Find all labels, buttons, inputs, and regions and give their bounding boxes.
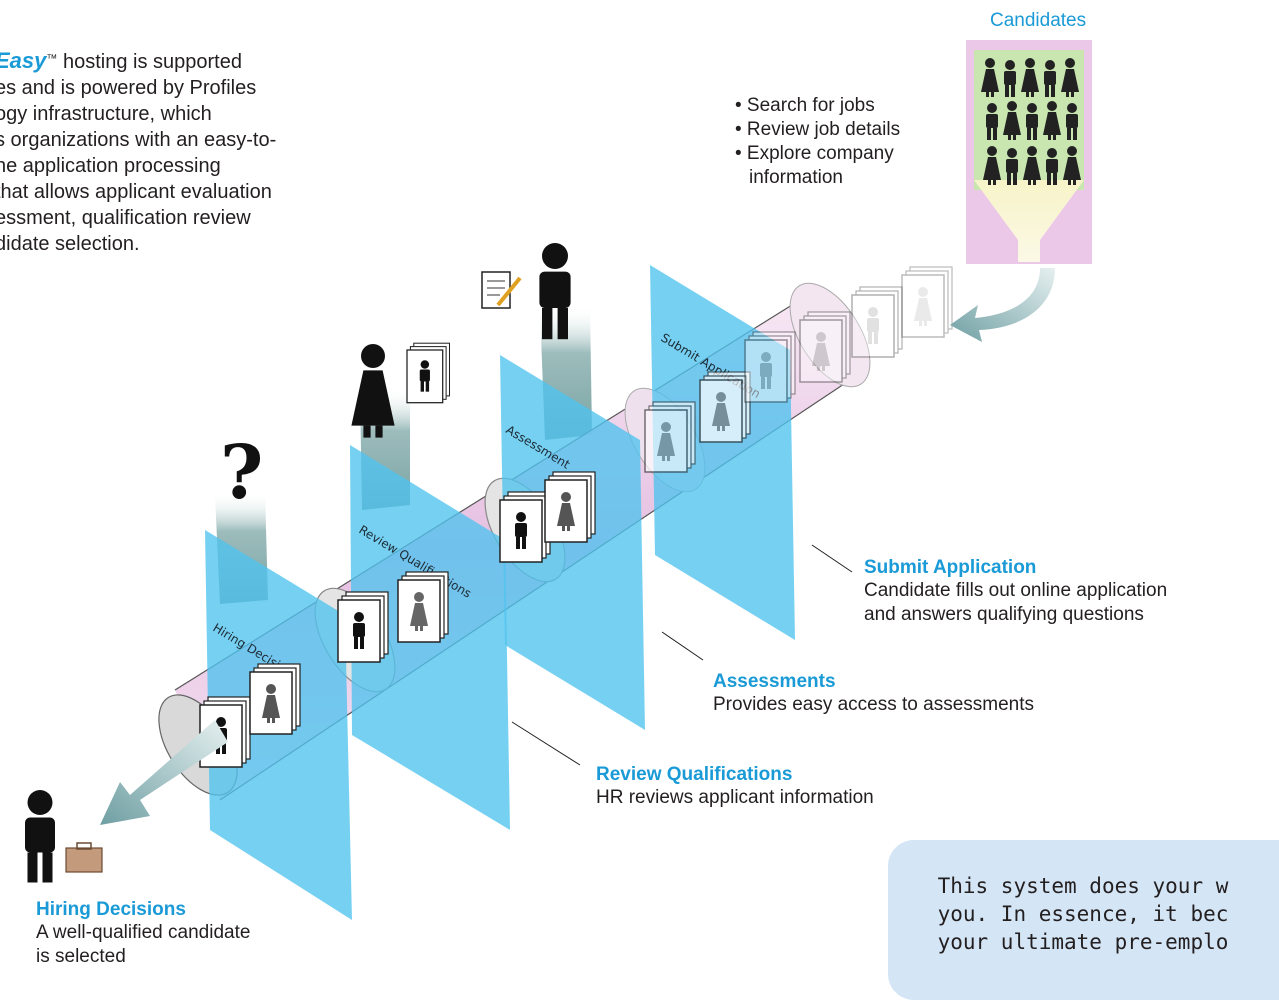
intro-line-1: hosting is supported [57,51,242,73]
step-hiring: Hiring Decisions A well-qualified candid… [36,899,250,969]
incoming-arrow-icon [950,268,1055,342]
trademark: ™ [46,53,58,65]
callout-line-2: you. In essence, it bec [937,902,1229,926]
candidates-title: Candidates [990,10,1087,31]
leader-lines [511,544,853,766]
callout-box: This system does your w you. In essence,… [888,840,1279,1000]
intro-line-8: didate selection. [0,233,140,255]
step-submit-line-1: Candidate fills out online application [864,580,1168,601]
step-assessments: Assessments Provides easy access to asse… [713,671,1034,717]
candidate-actions: • Search for jobs • Review job details •… [735,94,900,190]
intro-line-7: essment, qualification review [0,207,251,229]
step-submit: Submit Application Candidate fills out o… [864,557,1167,627]
svg-text:?: ? [220,430,263,516]
step-assessments-line-1: Provides easy access to assessments [713,694,1035,715]
outgoing-arrow-icon [100,720,228,825]
intro-line-6: that allows applicant evaluation [0,181,272,203]
pipeline-diagram: Hiring Decision Review Qualifications As… [25,40,1092,920]
intro-line-3: ogy infrastructure, which [0,103,212,125]
step-submit-line-2: and answers qualifying questions [864,604,1144,625]
step-assessments-title: Assessments [713,671,836,692]
step-hiring-line-1: A well-qualified candidate [36,922,251,943]
question-mark-icon: ? [220,430,263,516]
step-hiring-line-2: is selected [36,946,126,967]
step-submit-title: Submit Application [864,557,1037,578]
bullet-search: • Search for jobs [735,95,875,116]
intro-line-5: ne application processing [0,155,221,177]
intro-line-2: es and is powered by Profiles [0,77,257,99]
step-hiring-title: Hiring Decisions [36,899,186,920]
step-review-title: Review Qualifications [596,764,793,785]
candidates-box [966,40,1092,264]
man-with-document-icon [481,243,571,340]
step-review: Review Qualifications HR reviews applica… [596,764,874,810]
briefcase-icon [65,842,103,873]
step-review-line-1: HR reviews applicant information [596,787,874,808]
callout-line-3: your ultimate pre-emplo [937,930,1229,954]
bullet-review: • Review job details [735,119,901,140]
callout-line-1: This system does your w [937,874,1229,898]
intro-paragraph: Easy™ hosting is supported es and is pow… [0,48,276,257]
brand-name: Easy [0,48,47,73]
bullet-info: information [749,167,843,188]
bullet-explore: • Explore company [735,143,894,164]
intro-line-4: s organizations with an easy-to- [0,129,277,151]
hired-person-icon [25,790,55,883]
